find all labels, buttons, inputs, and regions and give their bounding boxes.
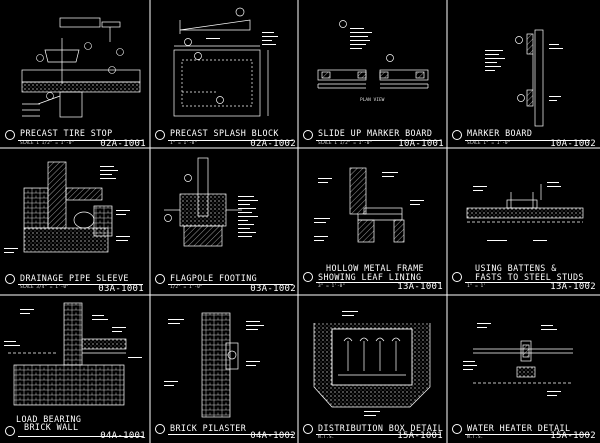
- detail-bubble: [5, 130, 15, 140]
- detail-bubble: [452, 130, 462, 140]
- detail-distribution-box[interactable]: DISTRIBUTION BOX DETAIL N.T.S. 15A-1001: [298, 295, 446, 441]
- detail-scale: N.T.S.: [467, 435, 484, 440]
- title-underline: [18, 436, 143, 437]
- battens-drawing: [466, 182, 584, 241]
- distribution-box-drawing: [313, 311, 431, 416]
- detail-scale: SCALE 1 1/2" = 1'-0": [318, 141, 373, 146]
- detail-marker-board[interactable]: MARKER BOARD SCALE 1" = 1'-0" 10A-1002: [447, 0, 600, 149]
- title-underline: [168, 140, 293, 141]
- title-underline: [465, 434, 590, 435]
- hollow-metal-frame-drawing: [314, 167, 424, 243]
- detail-code: 04A-1002: [250, 431, 296, 441]
- detail-flagpole-footing[interactable]: FLAGPOLE FOOTING 1/2" = 1'-0" 03A-1002: [150, 148, 298, 294]
- detail-code: 13A-1001: [397, 282, 443, 292]
- brick-wall-drawing: [4, 302, 142, 406]
- splash-block-drawing: [173, 7, 278, 117]
- detail-bubble: [155, 274, 165, 284]
- detail-code: 13A-1002: [550, 282, 596, 292]
- detail-scale: 1/2" = 1'-0": [170, 285, 203, 290]
- detail-drainage-pipe-sleeve[interactable]: DRAINAGE PIPE SLEEVE SCALE 3/4" = 1'-0" …: [0, 148, 148, 294]
- title-underline: [168, 284, 293, 285]
- detail-title: DRAINAGE PIPE SLEEVE: [20, 273, 129, 283]
- detail-bubble: [452, 272, 462, 282]
- detail-bubble: [155, 130, 165, 140]
- detail-code: 02A-1001: [100, 139, 146, 149]
- title-underline: [316, 140, 441, 141]
- detail-title: LOAD BEARING: [16, 414, 82, 424]
- detail-bubble: [5, 274, 15, 284]
- detail-code: 04A-1001: [100, 431, 146, 441]
- detail-water-heater[interactable]: WATER HEATER DETAIL N.T.S. 15A-1002: [447, 295, 600, 441]
- detail-title: MARKER BOARD: [467, 128, 533, 138]
- detail-code: 15A-1001: [397, 431, 443, 441]
- detail-brick-pilaster[interactable]: BRICK PILASTER 04A-1002: [150, 295, 298, 441]
- detail-code: 03A-1001: [98, 284, 144, 294]
- detail-hollow-metal-frame[interactable]: HOLLOW METAL FRAME SHOWING LEAF LINING 3…: [298, 148, 446, 293]
- title-underline: [18, 140, 143, 141]
- detail-title: PRECAST SPLASH BLOCK: [170, 128, 279, 138]
- brick-pilaster-drawing: [164, 312, 264, 418]
- detail-title: WATER HEATER DETAIL: [467, 423, 571, 433]
- title-underline: [18, 284, 143, 285]
- detail-load-bearing-brick-wall[interactable]: LOAD BEARING BRICK WALL 04A-1001: [0, 295, 148, 441]
- detail-bubble: [303, 272, 313, 282]
- detail-scale: N.T.S.: [318, 435, 335, 440]
- title-underline: [316, 282, 441, 283]
- drainage-pipe-drawing: [4, 161, 130, 253]
- detail-precast-tire-stop[interactable]: PRECAST TIRE STOP SCALE 1 1/2" = 1'-0" 0…: [0, 0, 148, 149]
- detail-scale: SCALE 1 1/2" = 1'-0": [20, 141, 75, 146]
- detail-scale: SCALE 3/4" = 1'-0": [20, 285, 69, 290]
- detail-title: DISTRIBUTION BOX DETAIL: [318, 423, 444, 433]
- detail-title: PRECAST TIRE STOP: [20, 128, 113, 138]
- detail-bubble: [5, 426, 15, 436]
- detail-scale: 1" = 1': [467, 284, 486, 289]
- detail-slide-up-marker-board[interactable]: PLAN VIEW SLIDE UP MARKER BOARD SCALE 1 …: [298, 0, 446, 149]
- detail-precast-splash-block[interactable]: PRECAST SPLASH BLOCK 1" = 1'-0" 02A-1002: [150, 0, 298, 149]
- marker-board-plan-drawing: [317, 20, 429, 89]
- title-underline: [465, 282, 590, 283]
- detail-code: 03A-1002: [250, 284, 296, 294]
- detail-title-line2: SHOWING LEAF LINING: [318, 272, 422, 282]
- detail-title: BRICK PILASTER: [170, 423, 247, 433]
- detail-title: USING BATTENS &: [475, 263, 557, 273]
- detail-bubble: [452, 424, 462, 434]
- detail-bubble: [155, 424, 165, 434]
- detail-code: 15A-1002: [550, 431, 596, 441]
- flagpole-footing-drawing: [164, 157, 258, 247]
- detail-scale: 1" = 1'-0": [170, 141, 198, 146]
- detail-scale: 3" = 1'-0": [318, 284, 346, 289]
- detail-title-line2: FASTS TO STEEL STUDS: [475, 272, 584, 282]
- detail-scale: SCALE 1" = 1'-0": [467, 141, 511, 146]
- detail-title: FLAGPOLE FOOTING: [170, 273, 258, 283]
- detail-code: 10A-1001: [398, 139, 444, 149]
- detail-title: SLIDE UP MARKER BOARD: [318, 128, 433, 138]
- detail-using-battens[interactable]: USING BATTENS & FASTS TO STEEL STUDS 1" …: [447, 148, 600, 293]
- title-underline: [168, 434, 293, 435]
- detail-code: 10A-1002: [550, 139, 596, 149]
- detail-title: HOLLOW METAL FRAME: [326, 263, 424, 273]
- detail-bubble: [303, 424, 313, 434]
- tire-stop-drawing: [21, 17, 141, 118]
- detail-bubble: [303, 130, 313, 140]
- marker-board-section-drawing: [485, 29, 563, 127]
- detail-title-line2: BRICK WALL: [24, 422, 79, 432]
- plan-view-label: PLAN VIEW: [360, 98, 385, 103]
- water-heater-drawing: [463, 323, 573, 396]
- detail-code: 02A-1002: [250, 139, 296, 149]
- title-underline: [465, 140, 590, 141]
- title-underline: [316, 434, 441, 435]
